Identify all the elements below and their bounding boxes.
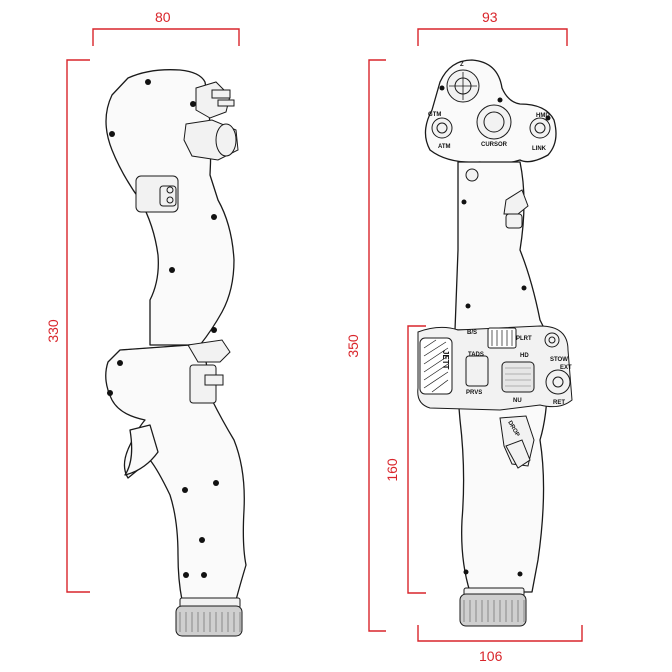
upper-label-cursor: CURSOR [481, 142, 508, 148]
panel-label-hd: HD [520, 353, 529, 359]
hat-top-label: Z [460, 62, 464, 68]
left-height-dimension: 330 [45, 59, 90, 593]
left-width-dimension: 80 [92, 9, 240, 46]
right-bottom-width-dimension: 106 [417, 625, 583, 664]
front-view-control-panel: JETT B/S PLRT TADS [417, 325, 573, 411]
left-height-label: 330 [45, 319, 61, 343]
front-view-cursor-knob: CURSOR [476, 104, 512, 148]
right-top-width-label: 93 [482, 9, 498, 25]
front-view-hat-switch: Z [446, 62, 480, 103]
panel-label-tads: TADS [468, 352, 484, 358]
right-top-width-dimension: 93 [417, 9, 568, 46]
side-view-base-collar [175, 597, 243, 637]
panel-label-jett: JETT [441, 350, 450, 370]
side-view-grip [105, 69, 247, 637]
side-view-mid-switch [187, 339, 231, 363]
front-view-left-knob: GTM ATM [428, 112, 453, 150]
front-view-base-collar [459, 587, 527, 627]
side-view-screws [107, 79, 219, 578]
right-lower-height-label: 160 [384, 458, 400, 482]
front-view-grip: Z GTM ATM CURSOR HMD LINK [417, 59, 573, 627]
right-bottom-width-label: 106 [479, 648, 503, 664]
right-height-dimension: 350 [345, 59, 386, 632]
side-view-trigger [124, 424, 159, 476]
panel-label-prvs: PRVS [466, 390, 482, 396]
side-view-lower-body [105, 344, 247, 601]
front-view-drop-lever: DROP [499, 415, 535, 469]
front-view-small-button [465, 168, 479, 182]
panel-label-nu: NU [513, 398, 522, 404]
upper-label-atm: ATM [438, 144, 451, 150]
panel-label-ext: EXT [560, 365, 572, 371]
panel-label-ret: RET [553, 400, 565, 406]
upper-label-link: LINK [532, 146, 547, 152]
panel-label-bs: B/S [467, 330, 477, 336]
upper-label-gtm: GTM [428, 112, 441, 118]
panel-label-stow: STOW [550, 357, 568, 363]
left-width-label: 80 [155, 9, 171, 25]
upper-label-hmd: HMD [536, 113, 550, 119]
right-lower-height-dimension: 160 [384, 325, 426, 594]
panel-label-plrt: PLRT [516, 336, 532, 342]
right-height-label: 350 [345, 334, 361, 358]
front-view-side-lever [503, 189, 529, 215]
front-view-right-knob: HMD LINK [529, 113, 551, 152]
